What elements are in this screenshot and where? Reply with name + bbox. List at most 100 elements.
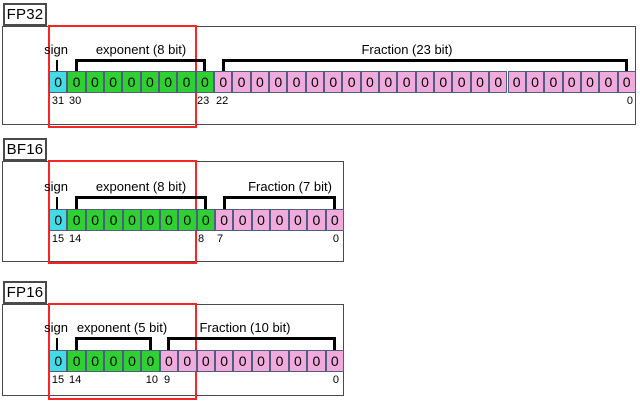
bit-index-label: 7 bbox=[217, 233, 224, 245]
sixteen-bit-highlight-box-bf16 bbox=[47, 160, 197, 264]
sign-label: sign bbox=[44, 320, 68, 335]
sign-label: sign bbox=[44, 42, 68, 57]
exponent-bracket-right-end bbox=[203, 59, 207, 71]
bit-cell-fraction: 0 bbox=[288, 209, 308, 231]
bit-cell-fraction: 0 bbox=[250, 71, 270, 93]
bit-cell-exponent: 0 bbox=[85, 71, 104, 93]
bit-cell-exponent: 0 bbox=[159, 71, 178, 93]
fraction-bracket-right-end bbox=[333, 196, 337, 209]
bit-cell-exponent: 0 bbox=[178, 209, 197, 231]
exponent-bracket-top bbox=[75, 59, 207, 62]
fraction-bracket-left-end bbox=[167, 337, 171, 350]
bit-index-label: 8 bbox=[198, 233, 205, 245]
bit-cell-exponent: 0 bbox=[122, 209, 142, 231]
bit-row-box-fp32 bbox=[2, 26, 636, 125]
bit-cell-fraction: 0 bbox=[415, 71, 435, 93]
bit-cell-fraction: 0 bbox=[178, 350, 197, 372]
fraction-bracket-right-end bbox=[625, 59, 629, 71]
bit-cell-fraction: 0 bbox=[233, 209, 252, 231]
bit-cell-exponent: 0 bbox=[104, 209, 123, 231]
sign-tick-line bbox=[55, 60, 59, 71]
sixteen-bit-highlight-box-fp32 bbox=[47, 25, 197, 128]
bit-cell-fraction: 0 bbox=[233, 350, 252, 372]
bit-cell-fraction: 0 bbox=[251, 350, 271, 372]
bit-cell-exponent: 0 bbox=[196, 209, 215, 231]
bit-cell-fraction: 0 bbox=[307, 350, 326, 372]
fraction-label: Fraction (23 bit) bbox=[361, 42, 453, 57]
sign-tick-line bbox=[55, 197, 59, 209]
exponent-label: exponent (8 bit) bbox=[95, 179, 187, 194]
sign-tick-line bbox=[55, 338, 59, 350]
bit-row-box-fp16 bbox=[2, 304, 344, 396]
bit-cell-exponent: 0 bbox=[85, 350, 105, 372]
bit-cell-exponent: 0 bbox=[122, 71, 141, 93]
bit-index-label: 30 bbox=[69, 95, 82, 107]
bit-cell-exponent: 0 bbox=[195, 71, 215, 93]
bit-cell-fraction: 0 bbox=[452, 71, 471, 93]
bit-cell-fraction: 0 bbox=[288, 350, 308, 372]
bit-cell-fraction: 0 bbox=[214, 71, 233, 93]
bit-cell-exponent: 0 bbox=[141, 209, 160, 231]
format-label-fp32: FP32 bbox=[3, 3, 47, 26]
bit-index-label: 14 bbox=[69, 233, 82, 245]
bit-cell-fraction: 0 bbox=[196, 350, 215, 372]
bit-index-label: 15 bbox=[51, 233, 65, 245]
bit-cell-fraction: 0 bbox=[599, 71, 618, 93]
bit-cell-sign: 0 bbox=[49, 350, 68, 372]
bit-cell-exponent: 0 bbox=[67, 71, 86, 93]
bit-cell-fraction: 0 bbox=[544, 71, 563, 93]
bit-cell-fraction: 0 bbox=[580, 71, 600, 93]
bit-cell-exponent: 0 bbox=[141, 350, 160, 372]
bit-index-label: 22 bbox=[216, 95, 229, 107]
bit-cell-exponent: 0 bbox=[67, 350, 86, 372]
bit-index-label: 15 bbox=[51, 374, 65, 386]
bit-cell-exponent: 0 bbox=[140, 71, 160, 93]
fraction-bracket-left-end bbox=[221, 59, 225, 71]
bit-cell-fraction: 0 bbox=[159, 350, 179, 372]
bit-cell-exponent: 0 bbox=[159, 209, 179, 231]
bit-cell-fraction: 0 bbox=[489, 71, 508, 93]
sign-label: sign bbox=[44, 179, 68, 194]
bit-cell-fraction: 0 bbox=[232, 71, 251, 93]
bit-index-label: 23 bbox=[197, 95, 210, 107]
bit-cell-fraction: 0 bbox=[324, 71, 343, 93]
bit-cell-fraction: 0 bbox=[287, 71, 306, 93]
bit-cell-sign: 0 bbox=[49, 209, 68, 231]
format-label-bf16: BF16 bbox=[3, 138, 47, 161]
bit-cell-exponent: 0 bbox=[67, 209, 86, 231]
exponent-label: exponent (8 bit) bbox=[95, 42, 187, 57]
bit-cell-fraction: 0 bbox=[251, 209, 271, 231]
bit-cell-fraction: 0 bbox=[270, 209, 289, 231]
bit-cell-fraction: 0 bbox=[507, 71, 526, 93]
bit-index-label: 31 bbox=[51, 95, 65, 107]
bit-cell-fraction: 0 bbox=[214, 209, 234, 231]
format-label-fp16: FP16 bbox=[3, 281, 47, 304]
bit-cell-fraction: 0 bbox=[307, 209, 326, 231]
bit-index-label: 0 bbox=[332, 233, 339, 245]
bit-cell-fraction: 0 bbox=[562, 71, 581, 93]
fraction-label: Fraction (7 bit) bbox=[248, 179, 332, 194]
exponent-bracket-left-end bbox=[75, 59, 78, 71]
bit-index-label: 10 bbox=[145, 374, 158, 386]
bit-cell-fraction: 0 bbox=[360, 71, 380, 93]
bit-cell-fraction: 0 bbox=[617, 71, 636, 93]
exponent-bracket-right-end bbox=[148, 337, 152, 350]
sixteen-bit-highlight-box-fp16 bbox=[47, 303, 197, 400]
bit-index-label: 14 bbox=[69, 374, 82, 386]
bit-row-box-bf16 bbox=[2, 161, 344, 262]
bit-cell-fraction: 0 bbox=[214, 350, 234, 372]
bit-cell-fraction: 0 bbox=[270, 350, 289, 372]
bit-cell-sign: 0 bbox=[49, 71, 68, 93]
bit-cell-exponent: 0 bbox=[177, 71, 196, 93]
fraction-bracket-right-end bbox=[333, 337, 337, 350]
exponent-bracket-left-end bbox=[75, 337, 79, 350]
fraction-bracket-top bbox=[221, 59, 629, 62]
bit-cell-fraction: 0 bbox=[305, 71, 325, 93]
fraction-label: Fraction (10 bit) bbox=[199, 320, 291, 335]
bit-cell-exponent: 0 bbox=[104, 350, 123, 372]
exponent-bracket-top bbox=[75, 196, 208, 199]
fraction-bracket-top bbox=[222, 196, 337, 199]
fraction-bracket-top bbox=[167, 337, 337, 340]
